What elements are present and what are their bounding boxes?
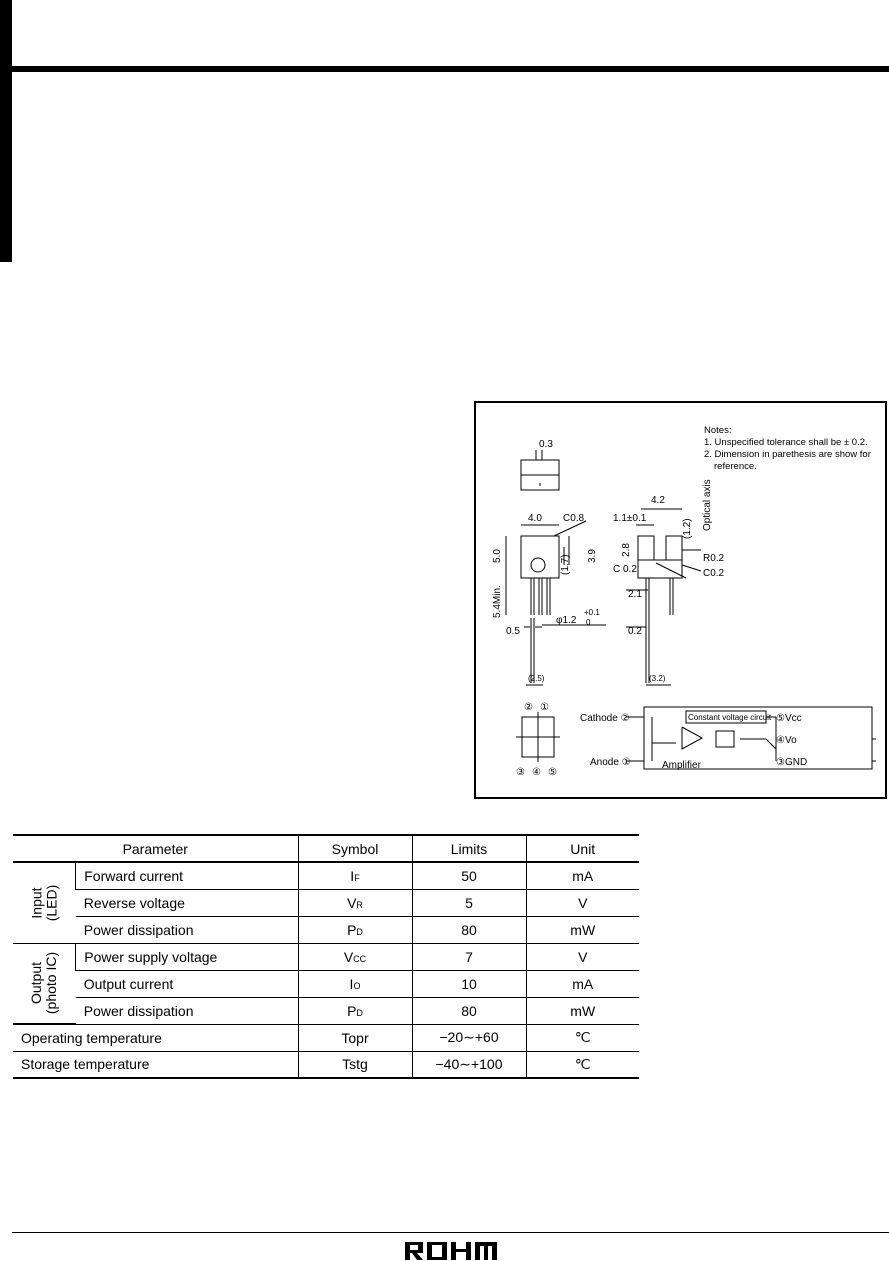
unit-cell: mW	[525, 996, 639, 1025]
anode-label: Anode ①	[590, 757, 631, 768]
table-row: Operating temperature Topr −20∼+60 ℃	[13, 1023, 639, 1052]
param-cell: Output current	[75, 969, 298, 998]
unit-cell: mA	[525, 861, 639, 890]
header-unit: Unit	[525, 834, 639, 863]
group-input: Input(LED)	[13, 861, 76, 944]
table-row: Input(LED) Forward current IF 50 mA	[13, 861, 639, 944]
limit-cell: 80	[411, 915, 526, 944]
dim-3-2: (3.2)	[649, 674, 666, 683]
dim-5-0: 5.0	[492, 549, 503, 563]
dimensions-svg: Notes: 1. Unspecified tolerance shall be…	[492, 425, 876, 778]
rohm-logo	[405, 1242, 497, 1260]
group-output: Output(photo IC)	[13, 942, 76, 1025]
unit-cell: V	[525, 942, 639, 971]
table-row: Reverse voltage VR 5 V	[13, 888, 639, 917]
pin-4-label: ④	[532, 767, 541, 778]
ratings-table: Parameter Symbol Limits Unit Input(LED) …	[13, 834, 639, 1079]
header-symbol: Symbol	[297, 834, 412, 863]
gnd-label: ③GND	[776, 757, 807, 768]
unit-cell: ℃	[525, 1050, 639, 1079]
symbol-cell: VR	[297, 888, 412, 917]
dim-2-8: 2.8	[621, 543, 632, 557]
table-row: Output current IO 10 mA	[13, 969, 639, 998]
symbol-cell: VCC	[297, 942, 412, 971]
limit-cell: 7	[411, 942, 526, 971]
unit-cell: mW	[525, 915, 639, 944]
dim-phi-tol-plus: +0.1	[584, 608, 600, 617]
table-header-row: Parameter Symbol Limits Unit	[13, 834, 639, 863]
param-cell: Power dissipation	[75, 915, 298, 944]
limit-cell: 10	[411, 969, 526, 998]
vo-label: ④Vo	[776, 735, 797, 746]
dim-4-2: 4.2	[651, 495, 665, 506]
note-2a: 2. Dimension in parethesis are show for	[704, 449, 871, 460]
symbol-cell: PD	[297, 915, 412, 944]
vcc-label: ⑤Vcc	[776, 713, 802, 724]
dim-phi-1-2: φ1.2	[556, 615, 577, 626]
header-parameter: Parameter	[13, 834, 298, 863]
cathode-label: Cathode ②	[580, 713, 630, 724]
dim-phi-tol-minus: 0	[586, 618, 591, 627]
optical-axis-label: Optical axis	[702, 479, 713, 531]
amplifier-label: Amplifier	[662, 760, 702, 771]
pin-1-label: ①	[540, 702, 549, 713]
symbol-cell: Topr	[297, 1023, 412, 1052]
param-cell: Forward current	[75, 861, 298, 890]
limit-cell: −20∼+60	[411, 1023, 526, 1052]
dim-3-9: 3.9	[587, 549, 598, 563]
pin-2-label: ②	[524, 702, 533, 713]
symbol-cell: IO	[297, 969, 412, 998]
dim-4-0: 4.0	[528, 513, 542, 524]
dim-1-1: 1.1±0.1	[613, 513, 647, 524]
dim-2-1: 2.1	[628, 589, 642, 600]
unit-cell: ℃	[525, 1023, 639, 1052]
limit-cell: 5	[411, 888, 526, 917]
unit-cell: V	[525, 888, 639, 917]
dim-1-2: (1.2)	[682, 518, 693, 539]
table-row: Output(photo IC) Power supply voltage VC…	[13, 942, 639, 1025]
param-cell: Storage temperature	[13, 1050, 298, 1079]
dim-c-0-2: C 0.2	[613, 564, 637, 575]
param-cell: Power dissipation	[75, 996, 298, 1025]
dim-c0-2: C0.2	[703, 568, 725, 579]
pin-5-label: ⑤	[548, 767, 557, 778]
dim-c0-8: C0.8	[563, 513, 585, 524]
pin-3-label: ③	[516, 767, 525, 778]
dim-0-3: 0.3	[539, 439, 553, 450]
footer-rule	[12, 1232, 889, 1233]
constant-voltage-label: Constant voltage circuit	[688, 713, 772, 722]
header-rule	[12, 66, 889, 72]
note-2b: reference.	[714, 461, 757, 472]
dim-1-7: (1.7)	[560, 554, 571, 575]
symbol-cell: Tstg	[297, 1050, 412, 1079]
dim-5-4-min: 5.4Min.	[492, 585, 503, 618]
header-limits: Limits	[411, 834, 526, 863]
dim-0-2: 0.2	[628, 626, 642, 637]
param-cell: Power supply voltage	[75, 942, 298, 971]
param-cell: Operating temperature	[13, 1023, 298, 1052]
limit-cell: 50	[411, 861, 526, 890]
table-row: Storage temperature Tstg −40∼+100 ℃	[13, 1050, 639, 1079]
limit-cell: −40∼+100	[411, 1050, 526, 1079]
dimensions-drawing: Notes: 1. Unspecified tolerance shall be…	[474, 401, 887, 799]
dim-r0-2: R0.2	[703, 553, 725, 564]
symbol-cell: PD	[297, 996, 412, 1025]
param-cell: Reverse voltage	[75, 888, 298, 917]
left-black-bar	[0, 0, 12, 262]
table-row: Power dissipation PD 80 mW	[13, 996, 639, 1025]
note-1: 1. Unspecified tolerance shall be ± 0.2.	[704, 437, 868, 448]
notes-title: Notes:	[704, 425, 731, 436]
symbol-cell: IF	[297, 861, 412, 890]
table-row: Power dissipation PD 80 mW	[13, 915, 639, 944]
unit-cell: mA	[525, 969, 639, 998]
dim-2-5: (2.5)	[528, 674, 545, 683]
dim-0-5: 0.5	[506, 626, 520, 637]
limit-cell: 80	[411, 996, 526, 1025]
